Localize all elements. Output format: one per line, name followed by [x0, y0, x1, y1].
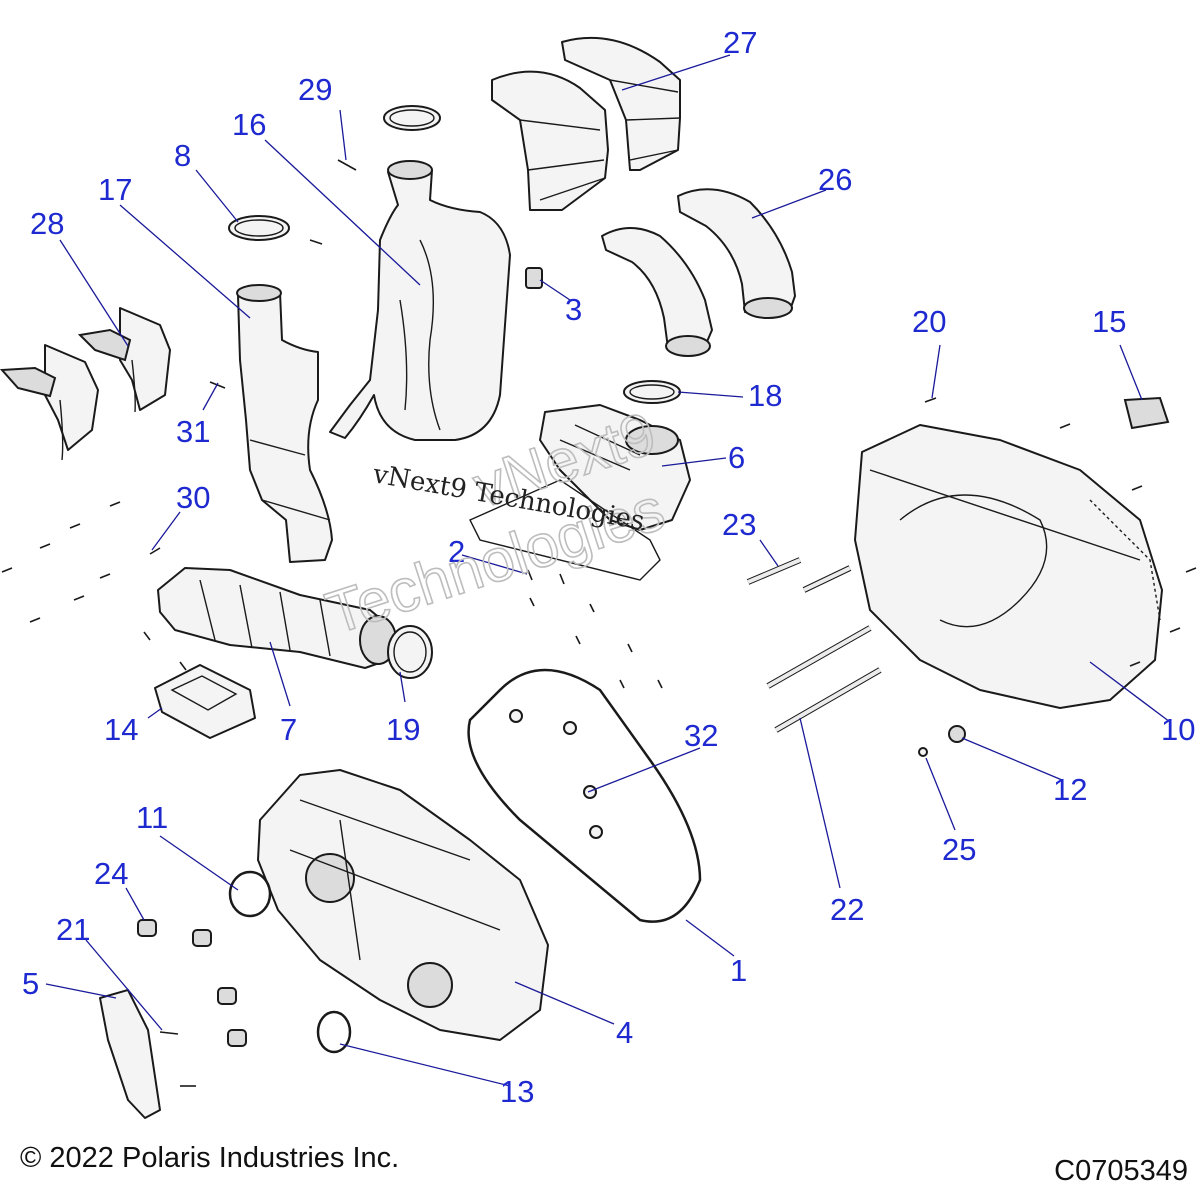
- callout-20: 20: [912, 304, 946, 339]
- part-1-belt: [467, 668, 702, 923]
- part-12-nut: [948, 725, 966, 743]
- diagram-code: C0705349: [1054, 1155, 1188, 1187]
- callout-32: 32: [684, 718, 718, 753]
- part-19-clamp: [387, 625, 433, 679]
- callout-29: 29: [298, 72, 332, 107]
- callout-31: 31: [176, 414, 210, 449]
- callout-21: 21: [56, 912, 90, 947]
- callout-13: 13: [500, 1074, 534, 1109]
- leader-lines: [45, 54, 1171, 1087]
- gasket-upper: [469, 479, 661, 581]
- callout-11: 11: [136, 800, 168, 835]
- part-11-oring: [228, 870, 272, 918]
- small-screws: [1, 159, 1197, 1087]
- callout-12: 12: [1053, 772, 1087, 807]
- callout-4: 4: [616, 1015, 633, 1050]
- part-28-guards: [0, 307, 171, 461]
- part-25-pin: [918, 747, 928, 757]
- callout-25: 25: [942, 832, 976, 867]
- callout-6: 6: [728, 440, 745, 475]
- callout-3: 3: [565, 292, 582, 327]
- callout-16: 16: [232, 107, 266, 142]
- callout-27: 27: [723, 25, 757, 60]
- part-24-plugs: [137, 919, 247, 1047]
- callout-7: 7: [280, 712, 297, 747]
- part-3-fitting: [525, 267, 543, 289]
- watermark: vNext9 Technologies vNext9 Technologies: [318, 398, 673, 647]
- callout-8: 8: [174, 138, 191, 173]
- part-5-bracket: [99, 989, 161, 1119]
- callout-28: 28: [30, 206, 64, 241]
- callout-5: 5: [22, 966, 39, 1001]
- callout-19: 19: [386, 712, 420, 747]
- part-15-decal: [1123, 396, 1170, 430]
- callout-1: 1: [730, 953, 747, 988]
- part-16-intake-duct: [329, 160, 511, 441]
- part-14-plate: [154, 664, 256, 739]
- callout-2: 2: [448, 534, 465, 569]
- callout-23: 23: [722, 507, 756, 542]
- part-26-elbows: [601, 188, 796, 357]
- callout-14: 14: [104, 712, 138, 747]
- callout-30: 30: [176, 480, 210, 515]
- callout-18: 18: [748, 378, 782, 413]
- washer: [589, 825, 603, 839]
- callout-26: 26: [818, 162, 852, 197]
- callout-17: 17: [98, 172, 132, 207]
- callout-labels: 27 26 29 16 8 17 28 3 20 15 18 31 6 30 2…: [22, 25, 1195, 1109]
- part-6-plenum: [539, 404, 691, 531]
- part-10-outer-cover: [854, 424, 1163, 709]
- callout-24: 24: [94, 856, 128, 891]
- long-bolts: [746, 557, 882, 733]
- washer: [509, 709, 523, 723]
- callout-10: 10: [1161, 712, 1195, 747]
- part-17-tall-duct: [236, 284, 333, 563]
- part-13-oring: [316, 1010, 352, 1054]
- callout-22: 22: [830, 892, 864, 927]
- washer: [563, 721, 577, 735]
- copyright-text: © 2022 Polaris Industries Inc.: [20, 1142, 400, 1174]
- callout-15: 15: [1092, 304, 1126, 339]
- washer: [583, 785, 597, 799]
- part-27-ducts: [491, 36, 681, 211]
- part-4-inner-cover: [257, 769, 549, 1041]
